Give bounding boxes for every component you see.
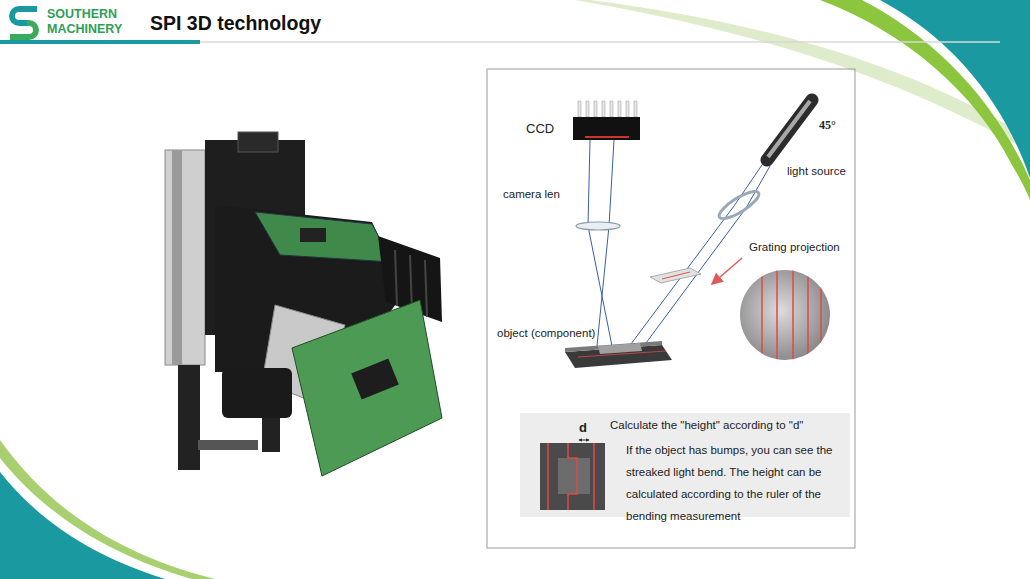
part-label: camera len <box>503 188 560 201</box>
part-label: Grating projection <box>749 241 840 254</box>
machine-foot <box>198 440 258 450</box>
machine-body <box>215 205 405 372</box>
logo-text: SOUTHERN <box>47 8 117 22</box>
machine-projector <box>222 368 292 418</box>
ccd-pin <box>610 101 613 117</box>
machine-rail <box>165 150 205 365</box>
angle-label: 45° <box>819 119 836 132</box>
part-label: object (component) <box>497 327 595 340</box>
ccd-window <box>585 136 629 138</box>
camera-ray <box>588 140 612 346</box>
stripe-line <box>568 443 577 510</box>
stripe-line <box>776 265 778 365</box>
machine-heatsink <box>410 255 412 312</box>
grating-line <box>662 272 690 279</box>
stripe-line <box>547 443 549 510</box>
light-source-tube <box>768 101 810 157</box>
machine-foot <box>178 365 200 470</box>
decor-swoosh <box>880 0 1030 178</box>
ccd-sensor <box>573 117 640 140</box>
dimension-label: d <box>579 421 587 435</box>
ccd-pin <box>602 101 605 117</box>
ccd-pin <box>634 101 637 117</box>
part-label: light source <box>787 165 846 178</box>
grating-pattern <box>740 270 830 360</box>
machine-motor <box>238 132 278 152</box>
ccd-pin <box>578 101 581 117</box>
stripe-line <box>792 265 794 365</box>
slide-title: SPI 3D technology <box>150 13 321 34</box>
part-label: CCD <box>526 122 554 136</box>
machine-foot <box>262 418 280 452</box>
camera-ray <box>597 140 614 346</box>
machine-heatsink <box>425 260 427 317</box>
ccd-pin <box>594 101 597 117</box>
grating-arrow <box>712 258 742 284</box>
decor-swoosh <box>575 0 1030 152</box>
box-heading: Calculate the "height" according to "d" <box>610 419 803 433</box>
machine-camera <box>378 236 442 322</box>
camera-lens <box>576 222 620 230</box>
light-ray <box>628 162 764 348</box>
stripe-line <box>820 265 822 365</box>
machine-chip <box>300 228 326 242</box>
stripe-line <box>807 265 809 365</box>
logo-icon <box>10 23 36 37</box>
stripe-line <box>593 443 595 510</box>
logo-icon <box>12 9 37 23</box>
machine-window <box>228 235 264 287</box>
decor-swoosh <box>820 0 1030 200</box>
explanation-box: Calculate the "height" according to "d"I… <box>520 413 850 517</box>
ccd-pin <box>618 101 621 117</box>
stripe-line <box>578 351 666 357</box>
stripe-line <box>761 265 763 365</box>
machine-bracket <box>262 305 345 405</box>
light-source-tube <box>767 100 812 160</box>
grating-plate <box>650 268 701 283</box>
decor-swoosh <box>0 472 165 579</box>
ccd-pin <box>626 101 629 117</box>
bump-image <box>558 458 590 494</box>
box-body: If the object has bumps, you can see the… <box>626 439 842 527</box>
logo-text: MACHINERY <box>47 23 122 37</box>
machine-rail <box>172 150 182 365</box>
bump-image <box>540 443 605 510</box>
machine-heatsink <box>395 250 397 306</box>
decor-swoosh <box>0 440 215 579</box>
dimension-arrow <box>579 440 589 441</box>
object-component <box>598 343 642 354</box>
light-ray <box>643 166 770 347</box>
machine-chip <box>351 359 399 400</box>
object-platform <box>565 345 672 368</box>
machine-pcb <box>255 212 392 262</box>
machine-plate <box>205 140 305 335</box>
light-ring-lens <box>716 187 762 223</box>
header-line <box>200 41 1000 43</box>
ccd-pin <box>586 101 589 117</box>
object-platform <box>565 341 662 352</box>
machine-pcb <box>292 300 442 476</box>
diagram-frame <box>487 69 855 548</box>
header-bar <box>0 40 200 44</box>
